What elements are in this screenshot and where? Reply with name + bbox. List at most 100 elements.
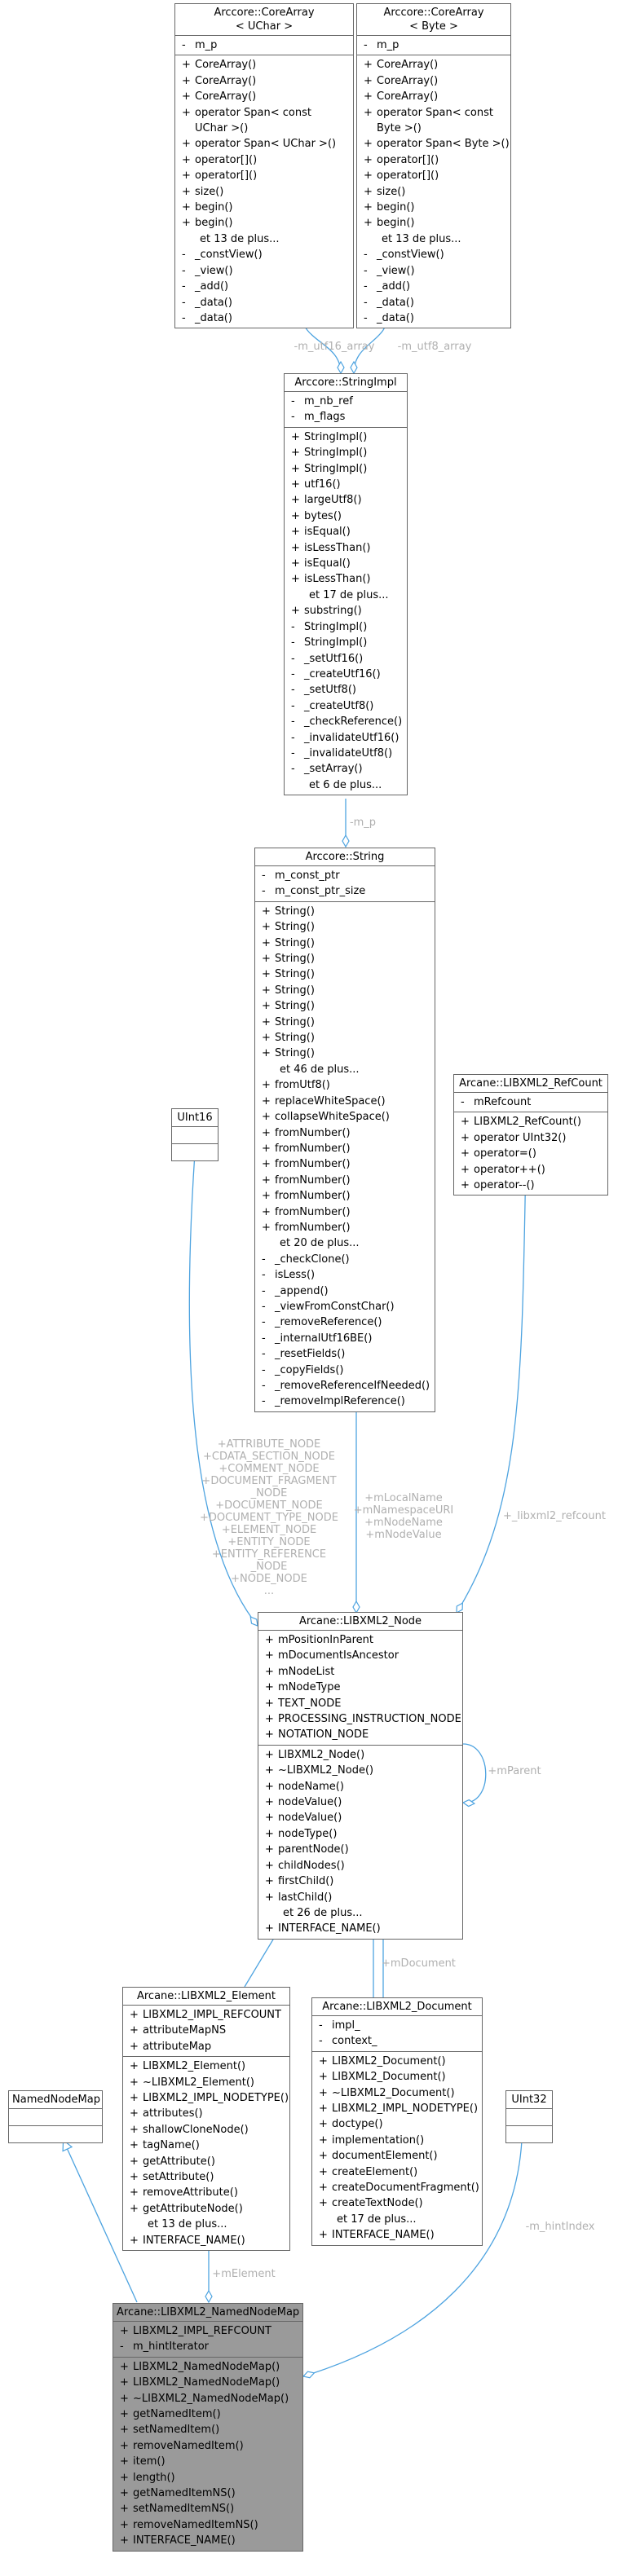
operation-row[interactable]: +LIBXML2_NamedNodeMap() [113, 2359, 302, 2375]
operation-row[interactable]: +StringImpl() [285, 461, 407, 477]
attribute-row[interactable]: +LIBXML2_IMPL_REFCOUNT [123, 2007, 289, 2023]
operation-row[interactable]: +String() [255, 936, 435, 951]
operation-row[interactable]: +fromNumber() [255, 1204, 435, 1220]
operation-row[interactable]: +String() [255, 983, 435, 998]
operation-row[interactable]: -_invalidateUtf8() [285, 746, 407, 761]
operation-row[interactable]: -_removeReferenceIfNeeded() [255, 1378, 435, 1394]
operation-row[interactable]: +LIBXML2_Element() [123, 2059, 289, 2074]
operation-row[interactable]: +operator[]() [357, 152, 510, 168]
operation-row[interactable]: -_add() [175, 279, 353, 294]
operation-row[interactable]: +LIBXML2_Node() [258, 1747, 462, 1763]
operation-row[interactable]: -_removeReference() [255, 1314, 435, 1330]
operation-row[interactable]: +getNamedItem() [113, 2406, 302, 2422]
operation-row[interactable]: +utf16() [285, 477, 407, 492]
operation-row[interactable]: +getNamedItemNS() [113, 2486, 302, 2501]
operation-row[interactable]: +doctype() [312, 2116, 482, 2132]
class-box-string-impl[interactable]: Arccore::StringImpl-m_nb_ref-m_flags+Str… [284, 373, 408, 796]
operation-row[interactable]: +createDocumentFragment() [312, 2180, 482, 2195]
operation-row[interactable]: +LIBXML2_IMPL_NODETYPE() [312, 2101, 482, 2116]
operation-row[interactable]: +isEqual() [285, 556, 407, 571]
operation-row[interactable]: -_checkReference() [285, 714, 407, 729]
attribute-row[interactable]: +mNodeList [258, 1664, 462, 1680]
class-box-core-array-uchar[interactable]: Arccore::CoreArray< UChar >-m_p+CoreArra… [174, 3, 354, 329]
operation-row[interactable]: +operator Span< Byte >() [357, 136, 510, 152]
operation-row[interactable]: -_resetFields() [255, 1346, 435, 1362]
operation-row[interactable]: +CoreArray() [357, 57, 510, 73]
operation-row[interactable]: -_add() [357, 279, 510, 294]
operation-row[interactable]: +createTextNode() [312, 2195, 482, 2211]
operation-row[interactable]: +operator[]() [175, 168, 353, 183]
operation-row[interactable]: -_setUtf8() [285, 682, 407, 698]
operation-row[interactable]: +size() [175, 184, 353, 200]
operation-row[interactable]: +largeUtf8() [285, 492, 407, 508]
operation-row[interactable]: +~LIBXML2_Node() [258, 1763, 462, 1778]
operation-row[interactable]: +documentElement() [312, 2148, 482, 2164]
operation-row[interactable]: +INTERFACE_NAME() [123, 2233, 289, 2248]
attribute-row[interactable]: -mRefcount [454, 1094, 607, 1110]
class-box-string[interactable]: Arccore::String-m_const_ptr-m_const_ptr_… [254, 848, 435, 1412]
class-box-libxml2-document[interactable]: Arcane::LIBXML2_Document-impl_-context_+… [311, 1997, 483, 2246]
operation-row[interactable]: +operator[]() [357, 168, 510, 183]
operation-row[interactable]: +~LIBXML2_Document() [312, 2085, 482, 2101]
operation-row[interactable]: +operator++() [454, 1162, 607, 1178]
operation-row[interactable]: +attributes() [123, 2106, 289, 2121]
operation-row[interactable]: +firstChild() [258, 1874, 462, 1889]
operation-row[interactable]: -isLess() [255, 1267, 435, 1283]
class-box-uint16[interactable]: UInt16 [171, 1108, 219, 1161]
attribute-row[interactable]: -m_flags [285, 409, 407, 425]
operation-row[interactable]: +substring() [285, 603, 407, 619]
attribute-row[interactable]: +attributeMap [123, 2039, 289, 2054]
operation-row[interactable]: +fromNumber() [255, 1220, 435, 1235]
attribute-row[interactable]: +mDocumentIsAncestor [258, 1648, 462, 1663]
operation-row[interactable]: +~LIBXML2_Element() [123, 2075, 289, 2090]
operation-row[interactable]: -_createUtf16() [285, 667, 407, 682]
attribute-row[interactable]: +mPositionInParent [258, 1632, 462, 1648]
attribute-row[interactable]: -m_hintIterator [113, 2339, 302, 2354]
operation-row[interactable]: -_internalUtf16BE() [255, 1331, 435, 1346]
operation-row[interactable]: Byte >() [357, 121, 510, 136]
operation-row[interactable]: +fromNumber() [255, 1141, 435, 1156]
operation-row[interactable]: +CoreArray() [175, 73, 353, 89]
attribute-row[interactable]: -context_ [312, 2033, 482, 2049]
operation-row[interactable]: +implementation() [312, 2133, 482, 2148]
attribute-row[interactable]: +attributeMapNS [123, 2023, 289, 2038]
operation-row[interactable]: +String() [255, 967, 435, 982]
operation-row[interactable]: +operator Span< const [357, 105, 510, 121]
operation-row[interactable]: +fromNumber() [255, 1188, 435, 1204]
operation-row[interactable]: +String() [255, 998, 435, 1014]
operation-row[interactable]: +StringImpl() [285, 445, 407, 460]
operation-row[interactable]: -_data() [175, 310, 353, 326]
class-box-libxml2-element[interactable]: Arcane::LIBXML2_Element+LIBXML2_IMPL_REF… [122, 1987, 290, 2252]
attribute-row[interactable]: +LIBXML2_IMPL_REFCOUNT [113, 2323, 302, 2339]
class-box-core-array-byte[interactable]: Arccore::CoreArray< Byte >-m_p+CoreArray… [356, 3, 511, 329]
attribute-row[interactable]: -m_const_ptr [255, 868, 435, 883]
operation-row[interactable]: +isLessThan() [285, 571, 407, 587]
operation-row[interactable]: +CoreArray() [357, 89, 510, 104]
operation-row[interactable]: +operator UInt32() [454, 1130, 607, 1146]
attribute-row[interactable]: +NOTATION_NODE [258, 1727, 462, 1742]
operation-row[interactable]: -StringImpl() [285, 635, 407, 650]
operation-row[interactable]: +String() [255, 1046, 435, 1061]
operation-row[interactable]: -_data() [175, 295, 353, 310]
class-box-libxml2-refcount[interactable]: Arcane::LIBXML2_RefCount-mRefcount+LIBXM… [453, 1074, 608, 1196]
operation-row[interactable]: +tagName() [123, 2138, 289, 2153]
operation-row[interactable]: -_createUtf8() [285, 698, 407, 714]
operation-row[interactable]: -_append() [255, 1284, 435, 1299]
operation-row[interactable]: +LIBXML2_RefCount() [454, 1114, 607, 1129]
class-box-named-node-map[interactable]: NamedNodeMap [8, 2090, 103, 2143]
attribute-row[interactable]: -m_p [357, 37, 510, 53]
operation-row[interactable]: +LIBXML2_NamedNodeMap() [113, 2375, 302, 2390]
operation-row[interactable]: -_viewFromConstChar() [255, 1299, 435, 1314]
attribute-row[interactable]: +PROCESSING_INSTRUCTION_NODE [258, 1711, 462, 1727]
operation-row[interactable]: -_view() [357, 263, 510, 279]
operation-row[interactable]: +nodeType() [258, 1826, 462, 1842]
operation-row[interactable]: -_constView() [357, 247, 510, 262]
operation-row[interactable]: +String() [255, 1015, 435, 1030]
operation-row[interactable]: +CoreArray() [175, 89, 353, 104]
operation-row[interactable]: +operator Span< const [175, 105, 353, 121]
class-box-libxml2-node[interactable]: Arcane::LIBXML2_Node+mPositionInParent+m… [258, 1612, 463, 1940]
operation-row[interactable]: +begin() [357, 200, 510, 215]
operation-row[interactable]: +isLessThan() [285, 540, 407, 556]
operation-row[interactable]: +begin() [175, 215, 353, 231]
operation-row[interactable]: +isEqual() [285, 524, 407, 539]
